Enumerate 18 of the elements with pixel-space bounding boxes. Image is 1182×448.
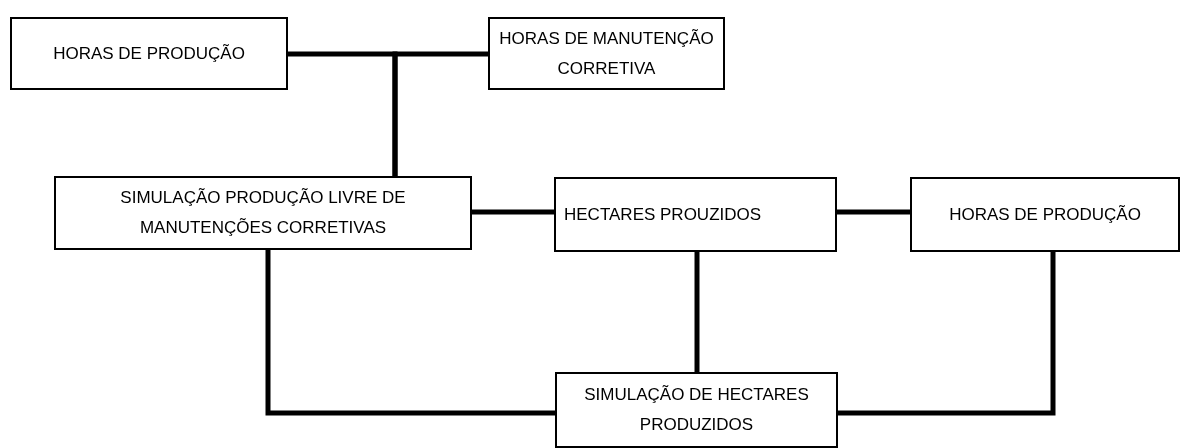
- box-label: SIMULAÇÃO PRODUÇÃO LIVRE DE MANUTENÇÕES CORRETIVAS: [119, 187, 407, 239]
- process-box: [910, 177, 1180, 252]
- box-label: HORAS DE MANUTENÇÃO CORRETIVA: [498, 27, 715, 80]
- process-box: [555, 372, 838, 448]
- connector-line: [392, 51, 488, 176]
- process-box: [54, 176, 472, 250]
- process-box: [488, 17, 725, 90]
- process-box: [10, 17, 288, 90]
- connector-line: [265, 250, 555, 416]
- box-label: HECTARES PROUZIDOS: [564, 203, 762, 226]
- connector-line: [838, 252, 1056, 416]
- connector-line: [837, 209, 910, 215]
- process-box: [554, 177, 837, 252]
- connector-line: [694, 252, 700, 372]
- box-label: HORAS DE PRODUÇÃO: [949, 203, 1141, 226]
- connector-line: [472, 209, 554, 215]
- box-label: HORAS DE PRODUÇÃO: [53, 42, 245, 65]
- box-label: SIMULAÇÃO DE HECTARES PRODUZIDOS: [583, 384, 810, 436]
